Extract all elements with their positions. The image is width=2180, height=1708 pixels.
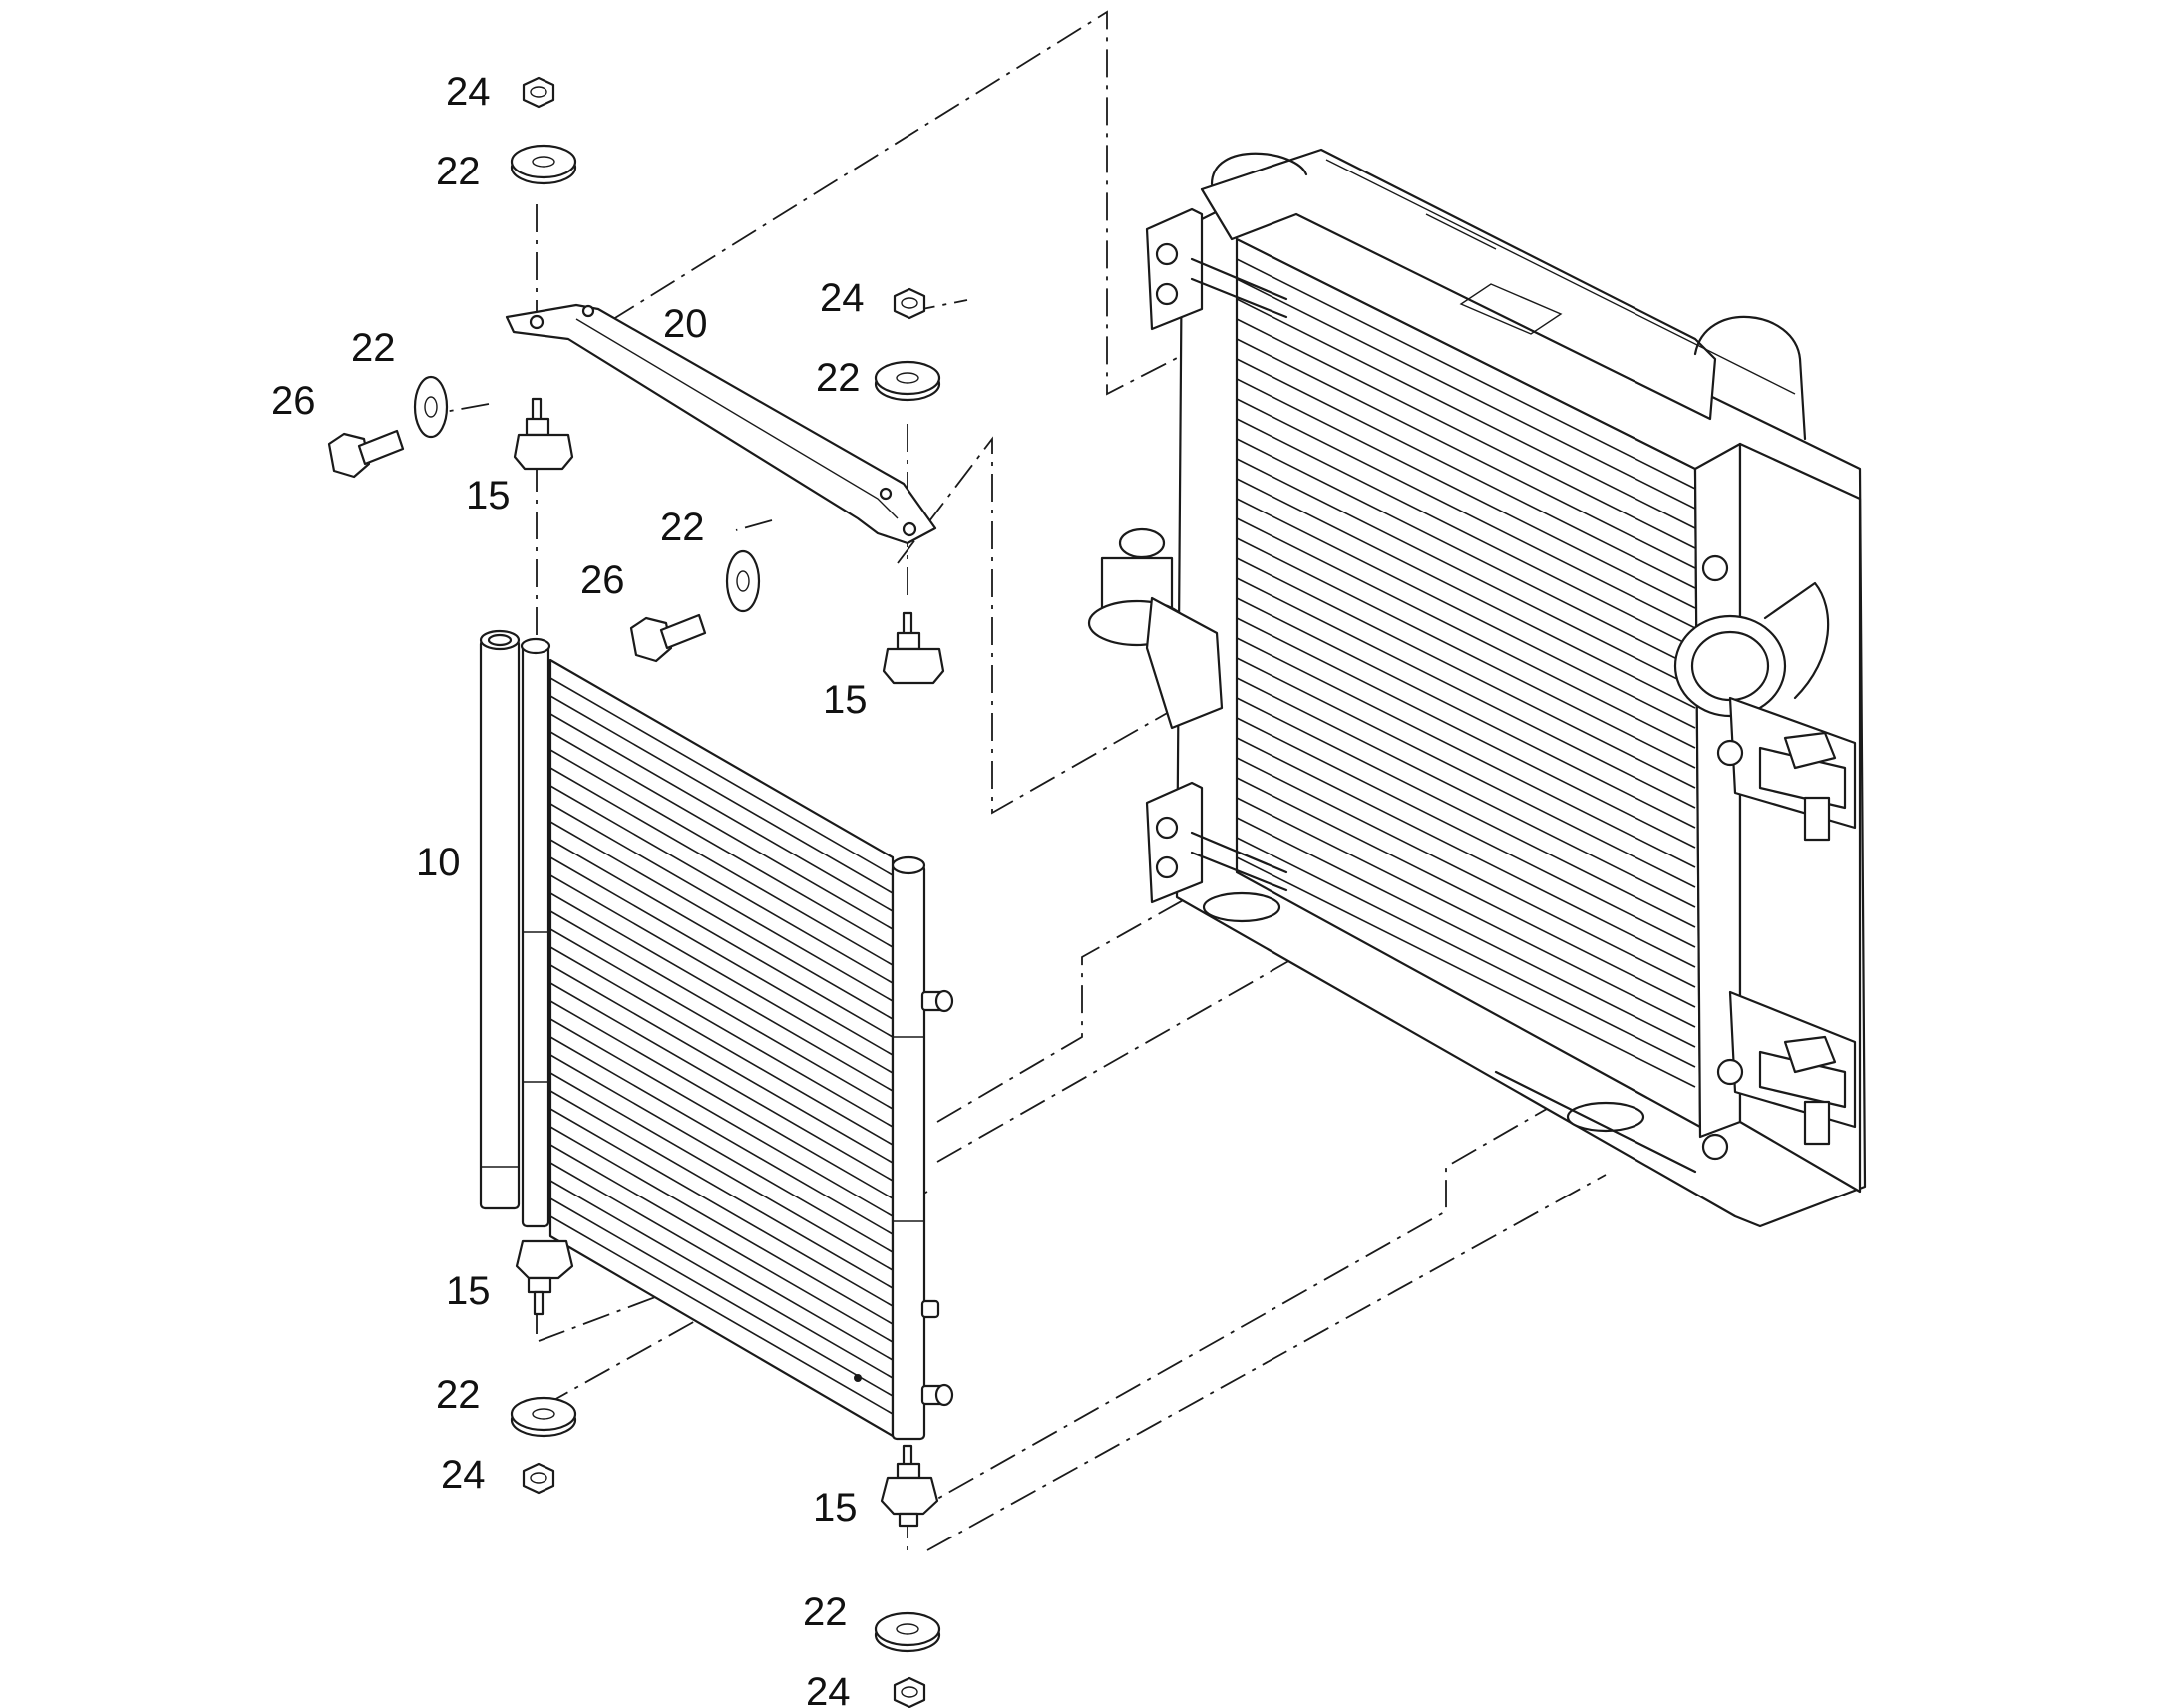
bolt-left <box>327 429 405 479</box>
bolt-middle <box>629 613 707 663</box>
rubber-mount-bottom-left <box>515 1239 574 1316</box>
callout-24: 24 <box>446 70 491 114</box>
callout-10: 10 <box>416 841 461 884</box>
washer-side-left <box>413 375 449 439</box>
callout-26: 26 <box>580 558 625 602</box>
callout-15: 15 <box>466 474 511 517</box>
callout-15: 15 <box>813 1486 858 1530</box>
radiator-assembly <box>1087 148 1867 1228</box>
hex-nut-top-left <box>522 76 555 109</box>
rubber-mount-top-left <box>513 397 574 471</box>
callout-22: 22 <box>436 150 481 193</box>
callout-15: 15 <box>446 1269 491 1313</box>
mounting-bracket-bar <box>505 303 937 545</box>
washer-side-middle <box>725 549 761 613</box>
condenser <box>479 629 954 1441</box>
hex-nut-bottom-right <box>893 1676 926 1708</box>
hex-nut-bottom-left <box>522 1462 555 1495</box>
callout-labels: 24 22 20 22 26 15 24 22 22 26 15 10 15 2… <box>271 70 868 1708</box>
washer-bottom-right <box>874 1611 941 1653</box>
rubber-mount-top-right <box>882 611 945 685</box>
rubber-mount-bottom-right <box>880 1444 939 1528</box>
callout-22: 22 <box>660 506 705 549</box>
callout-22: 22 <box>436 1373 481 1417</box>
callout-24: 24 <box>806 1670 851 1708</box>
washer-bottom-left <box>510 1396 577 1438</box>
callout-22: 22 <box>816 356 861 400</box>
washer-top-right <box>874 360 941 402</box>
condenser-core-fins <box>549 677 894 1415</box>
callout-26: 26 <box>271 379 316 423</box>
radiator-core-fins <box>1236 258 1696 1088</box>
callout-24: 24 <box>820 276 865 320</box>
callout-20: 20 <box>663 302 708 346</box>
callout-15: 15 <box>823 678 868 722</box>
hex-nut-top-right <box>893 287 926 320</box>
callout-22: 22 <box>351 326 396 370</box>
washer-top-left <box>510 144 577 185</box>
callout-22: 22 <box>803 1590 848 1634</box>
callout-24: 24 <box>441 1453 486 1497</box>
